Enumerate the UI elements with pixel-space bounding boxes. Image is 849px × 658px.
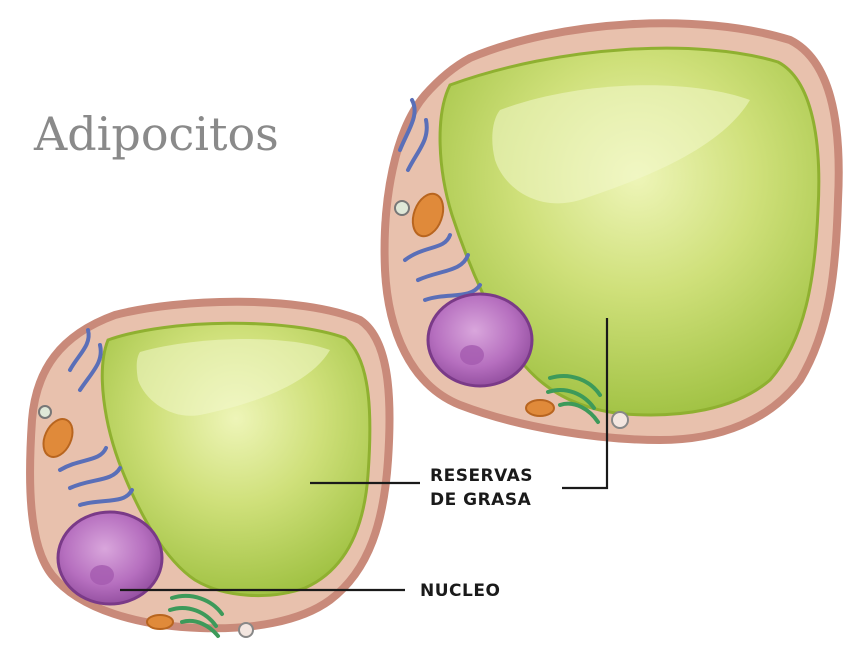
large-nucleus [428,294,532,386]
small-adipocyte [30,302,390,637]
fat-reserve-label-line2: DE GRASA [430,490,532,510]
large-vesicle-2 [612,412,628,428]
diagram-title: Adipocitos [33,107,279,161]
nucleus-label: NUCLEO [420,581,500,601]
small-vesicle-2 [239,623,253,637]
large-vesicle [395,201,409,215]
small-vesicle [39,406,51,418]
fat-reserve-label-line1: RESERVAS [430,466,533,486]
large-adipocyte [385,23,839,440]
